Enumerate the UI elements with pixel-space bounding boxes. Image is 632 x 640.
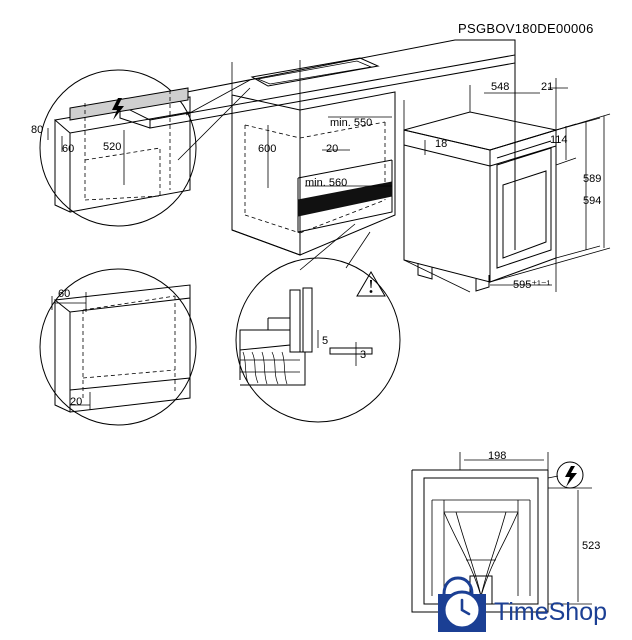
dim-min560: min. 560 [305, 177, 347, 189]
dim-60-top: 60 [62, 143, 74, 155]
power-bolt-icon [112, 98, 124, 120]
dim-21: 21 [541, 81, 553, 93]
oven-dimensions: 548 21 18 114 589 594 595⁺¹⁻¹ [403, 78, 611, 293]
dim-548: 548 [491, 81, 509, 93]
detail-mid-left: 60 20 [39, 268, 197, 426]
dim-594: 594 [583, 195, 601, 207]
watermark-logo: TimeShop [438, 576, 607, 632]
cabinet-dimensions: 600 min. 550 20 min. 560 [258, 116, 392, 189]
dim-198: 198 [488, 450, 506, 462]
product-code: PSGBOV180DE00006 [458, 21, 594, 36]
dim-80: 80 [31, 124, 43, 136]
dim-min550: min. 550 [330, 117, 372, 129]
watermark-brand: TimeShop [494, 598, 607, 626]
dim-18: 18 [435, 138, 447, 150]
worktop-and-wall [118, 39, 516, 250]
dim-595: 595⁺¹⁻¹ [513, 279, 551, 291]
dim-60-mid: 60 [58, 288, 70, 300]
dim-600: 600 [258, 143, 276, 155]
detail-top-left: 80 60 520 [31, 69, 251, 227]
dim-20: 20 [326, 143, 338, 155]
detail-center: 5 3 [235, 223, 401, 423]
dim-589: 589 [583, 173, 601, 185]
detail-bottom-right: 198 523 [411, 450, 600, 613]
warning-triangle-icon [356, 271, 386, 297]
dim-5: 5 [322, 335, 328, 347]
cabinet-cutout [231, 60, 396, 256]
dim-114: 114 [550, 134, 568, 146]
dim-3: 3 [360, 349, 366, 361]
dim-520: 520 [103, 141, 121, 153]
oven-body [403, 111, 557, 292]
dim-523: 523 [582, 540, 600, 552]
dim-20-mid: 20 [70, 396, 82, 408]
